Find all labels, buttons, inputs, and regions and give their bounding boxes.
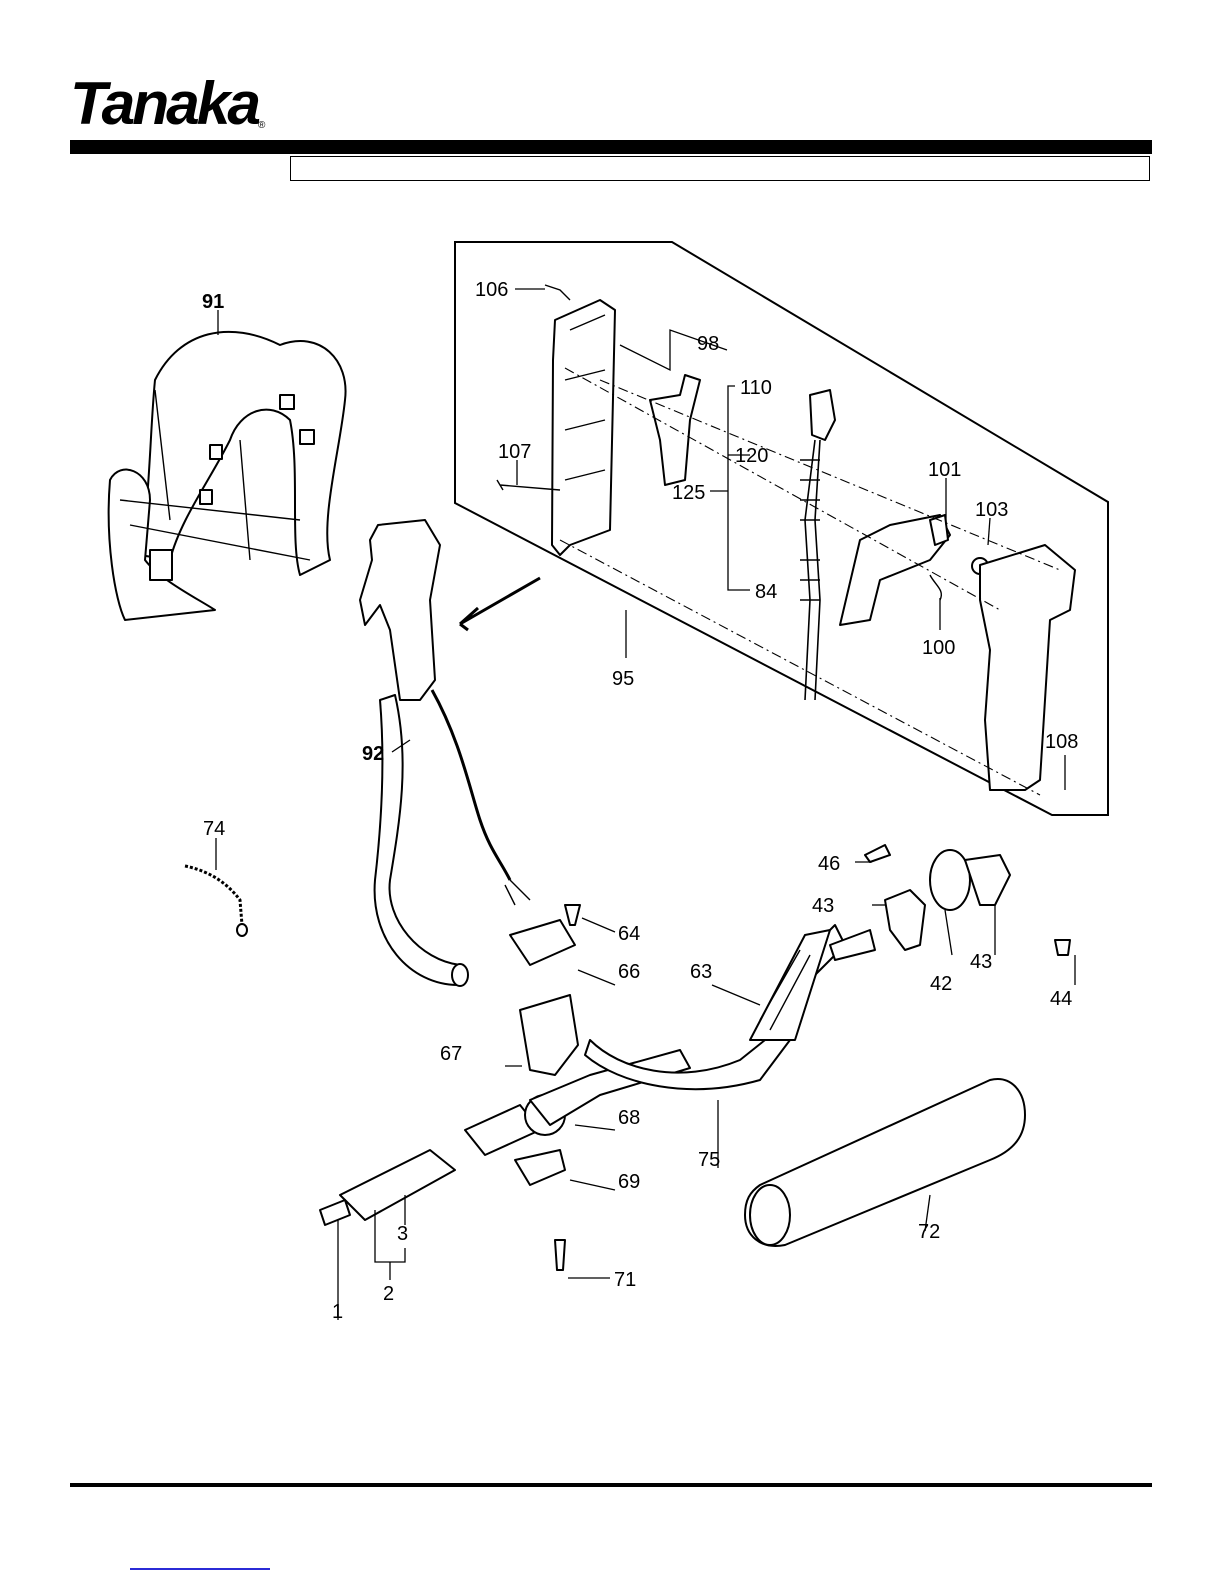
harness-drawing xyxy=(109,332,346,620)
callout-95: 95 xyxy=(612,668,634,690)
shaft-cover-drawing xyxy=(745,1079,1025,1246)
callout-92: 92 xyxy=(362,743,384,765)
callout-72: 72 xyxy=(918,1221,940,1243)
front-handle-drawing xyxy=(585,925,875,1089)
callout-100: 100 xyxy=(922,637,955,659)
callout-75: 75 xyxy=(698,1149,720,1171)
footer-link-underline[interactable] xyxy=(130,1568,270,1570)
callout-101: 101 xyxy=(928,459,961,481)
callout-43a: 43 xyxy=(812,895,834,917)
callout-64: 64 xyxy=(618,923,640,945)
inset-arrow xyxy=(460,578,540,630)
callout-1: 1 xyxy=(332,1301,343,1323)
callout-43b: 43 xyxy=(970,951,992,973)
chain-drawing xyxy=(185,866,242,925)
callout-42: 42 xyxy=(930,973,952,995)
callout-125: 125 xyxy=(672,482,705,504)
callout-84: 84 xyxy=(755,581,777,603)
callout-46: 46 xyxy=(818,853,840,875)
callout-91: 91 xyxy=(202,291,224,313)
callout-68: 68 xyxy=(618,1107,640,1129)
callout-67: 67 xyxy=(440,1043,462,1065)
callout-103: 103 xyxy=(975,499,1008,521)
callout-63: 63 xyxy=(690,961,712,983)
callout-3: 3 xyxy=(397,1223,408,1245)
callout-66: 66 xyxy=(618,961,640,983)
footer-rule xyxy=(70,1483,1152,1487)
callout-69: 69 xyxy=(618,1171,640,1193)
callout-120: 120 xyxy=(735,445,768,467)
callout-74: 74 xyxy=(203,818,225,840)
clamp-drawing xyxy=(865,845,1070,955)
callout-44: 44 xyxy=(1050,988,1072,1010)
callout-107: 107 xyxy=(498,441,531,463)
throttle-handle-assembly-drawing xyxy=(360,520,530,986)
callout-2: 2 xyxy=(383,1283,394,1305)
callout-106: 106 xyxy=(475,279,508,301)
callout-108: 108 xyxy=(1045,731,1078,753)
callout-110: 110 xyxy=(740,377,772,399)
callout-71: 71 xyxy=(614,1269,636,1291)
callout-98: 98 xyxy=(697,333,719,355)
